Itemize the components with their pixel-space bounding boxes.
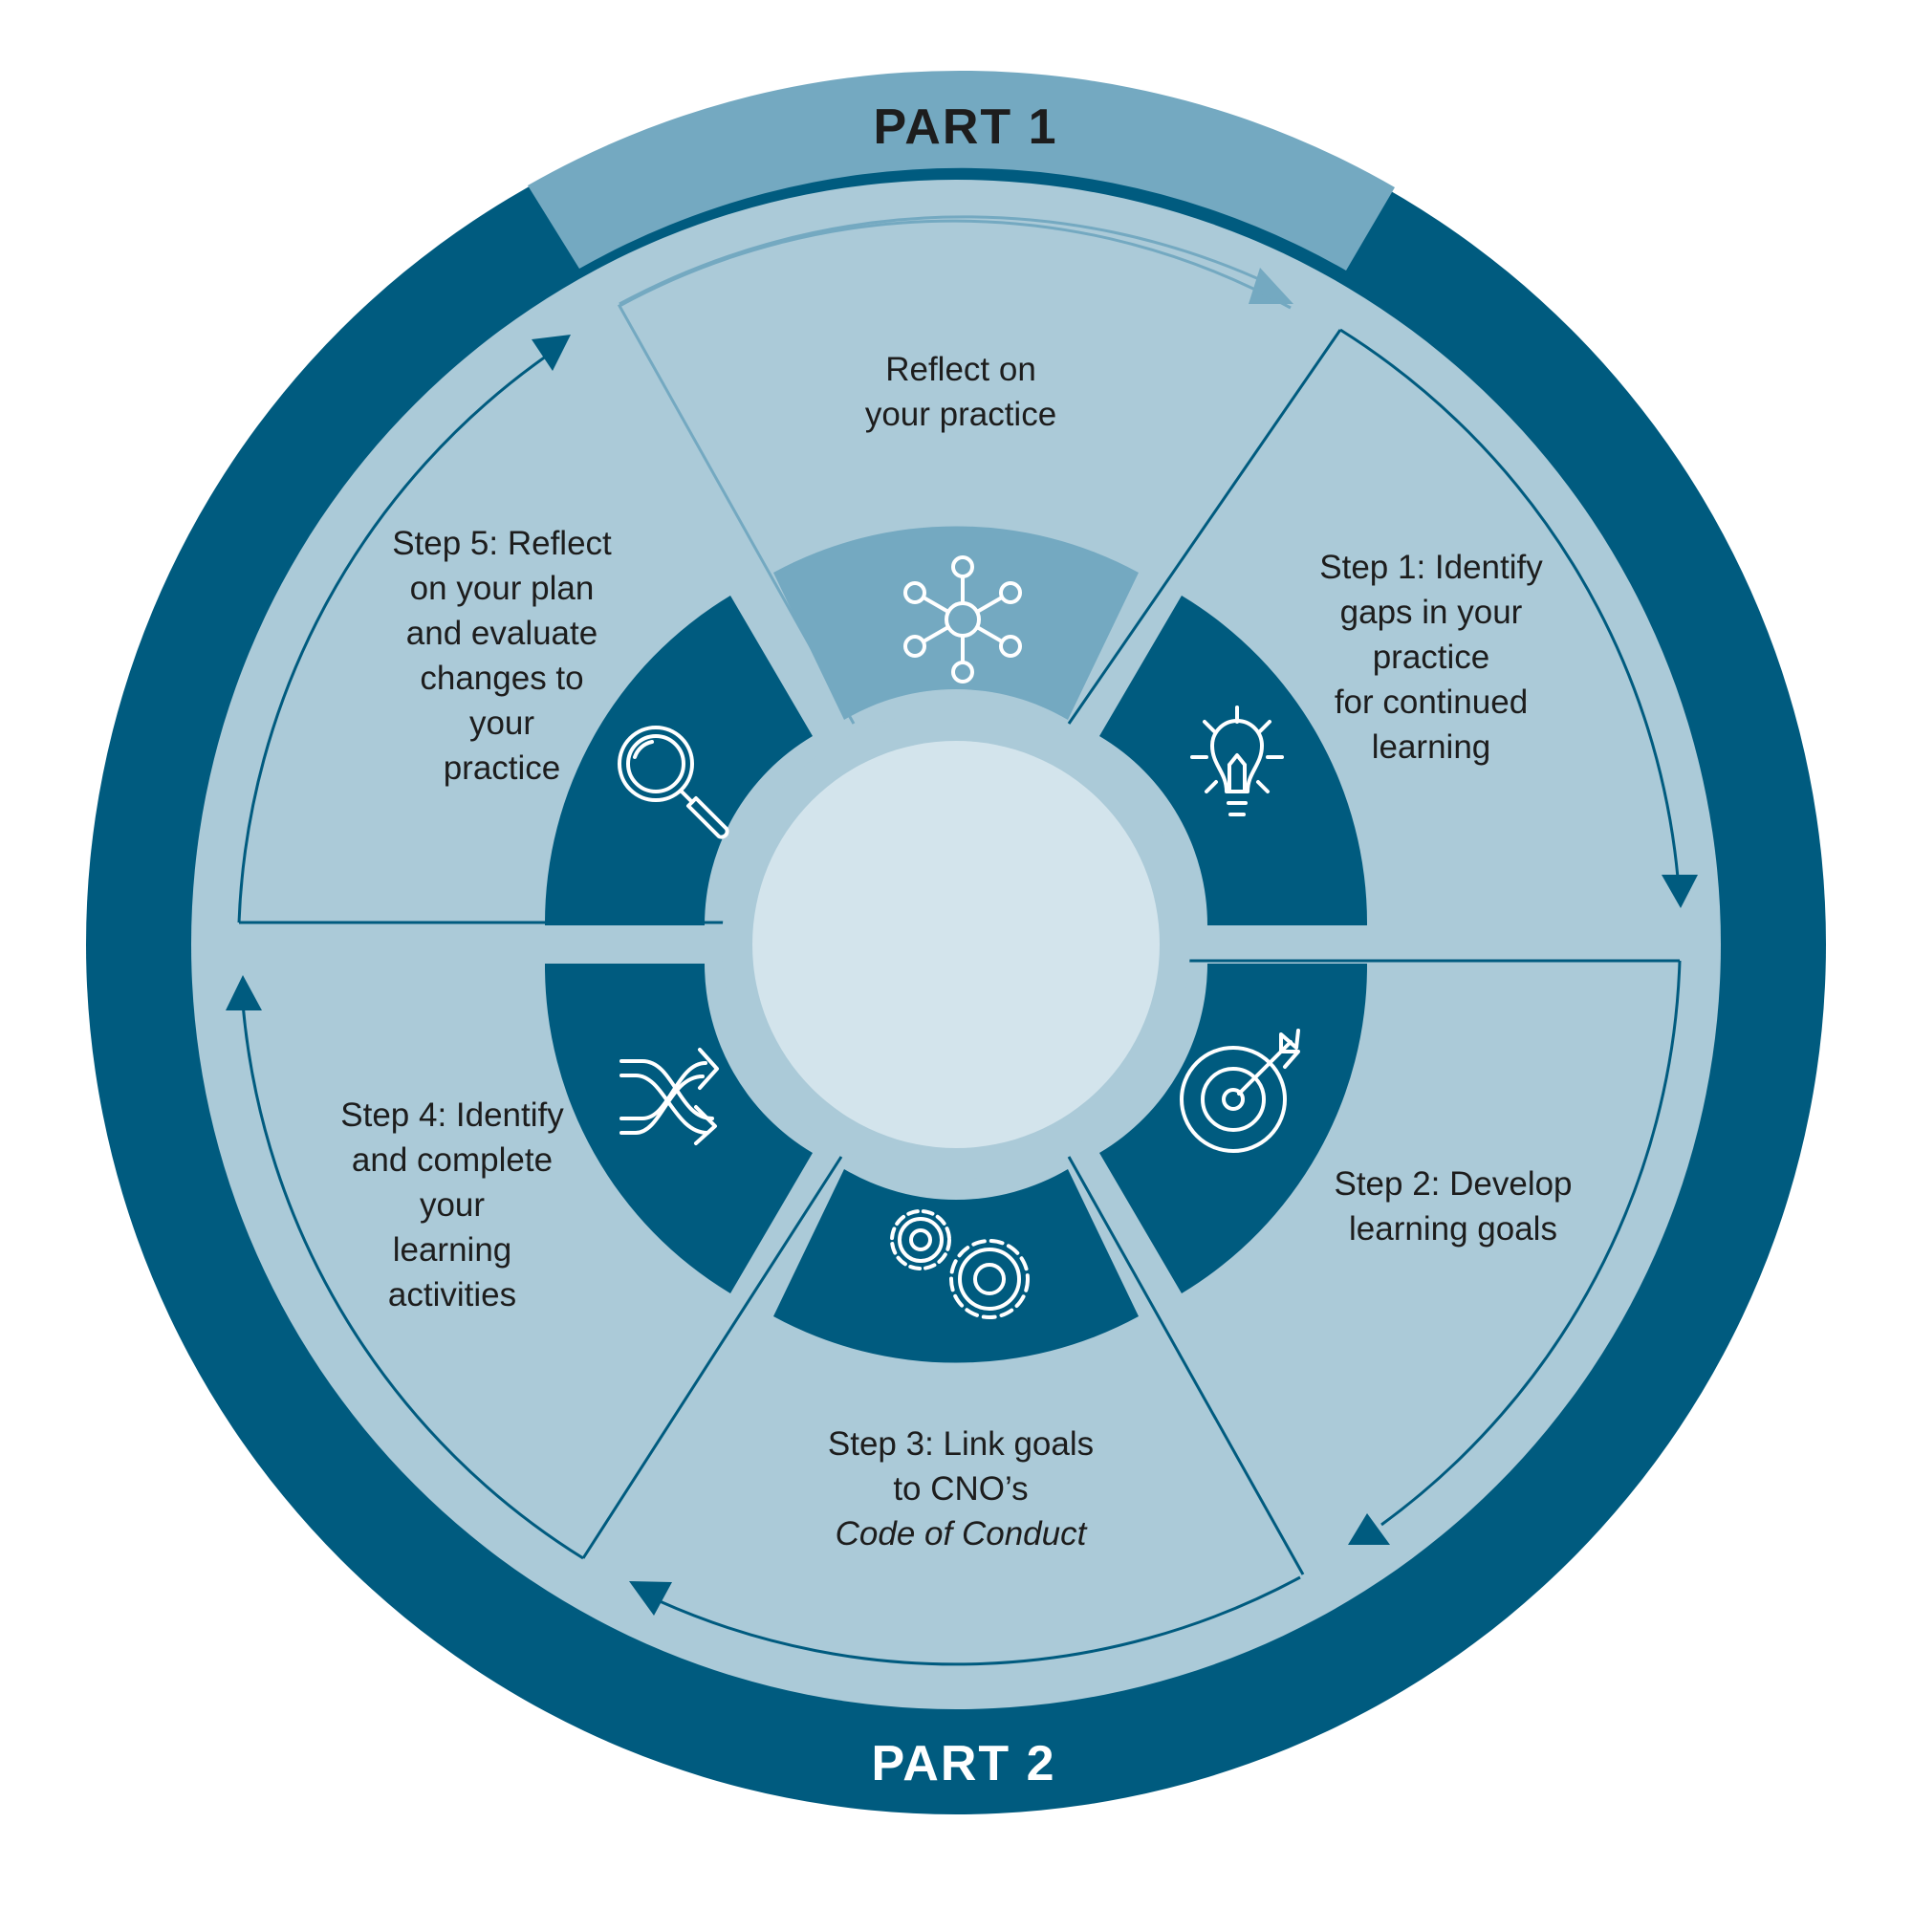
arrow-right-lower [1380, 960, 1682, 1527]
shuffle-arrows-icon [619, 1048, 719, 1145]
arrow-bottom [659, 1575, 1301, 1666]
segment-step3 [773, 1169, 1139, 1363]
step5-line2: on your plan [410, 570, 595, 607]
step5-line3: and evaluate [406, 615, 598, 652]
step1-line1: Step 1: Identify [1319, 549, 1543, 586]
segment-step5 [544, 596, 813, 925]
arrowhead-bottom [629, 1581, 672, 1616]
step4-line5: activities [388, 1276, 516, 1313]
step3-line1: Step 3: Link goals [828, 1425, 1094, 1463]
step5-line5: your [469, 705, 534, 742]
step4-line4: learning [393, 1231, 512, 1269]
arrow-top [619, 215, 1272, 306]
step1-line3: practice [1373, 639, 1490, 676]
step5-line4: changes to [420, 660, 583, 697]
segment-step4 [544, 964, 813, 1293]
target-icon [1180, 1029, 1300, 1153]
step4-line2: and complete [352, 1141, 553, 1179]
arrow-left-lower [241, 1003, 584, 1560]
arrow-left-upper [237, 352, 551, 923]
step2-line2: learning goals [1349, 1210, 1557, 1248]
magnifier-icon [618, 726, 729, 839]
segment-reflect [773, 526, 1139, 720]
step1-line5: learning [1372, 728, 1491, 766]
gears-icon [890, 1209, 1030, 1319]
arrow-right-upper [1339, 328, 1680, 879]
arrowhead-top [1249, 268, 1293, 304]
step3-line2: to CNO’s [893, 1470, 1028, 1508]
step4-line3: your [420, 1186, 485, 1224]
part2-label: PART 2 [871, 1736, 1055, 1791]
reflect-label-line2: your practice [865, 396, 1056, 433]
part1-band [528, 70, 1395, 271]
step1-line4: for continued [1335, 684, 1528, 721]
lightbulb-icon [1190, 706, 1284, 816]
arrowhead-right-upper [1662, 875, 1698, 908]
center-core [752, 741, 1160, 1148]
part1-label: PART 1 [873, 99, 1057, 155]
network-hub-icon [903, 555, 1022, 684]
cycle-arrows [226, 215, 1698, 1666]
step5-line1: Step 5: Reflect [392, 525, 612, 562]
step5-line6: practice [444, 749, 561, 787]
arrowhead-left-upper [532, 335, 571, 371]
step1-line2: gaps in your [1340, 594, 1523, 631]
step3-line3: Code of Conduct [836, 1515, 1088, 1552]
arrowhead-left-lower [226, 975, 262, 1010]
step2-line1: Step 2: Develop [1334, 1165, 1572, 1203]
step4-line1: Step 4: Identify [340, 1096, 564, 1134]
reflect-label-line1: Reflect on [885, 351, 1036, 388]
arrowhead-right-lower [1348, 1513, 1390, 1545]
